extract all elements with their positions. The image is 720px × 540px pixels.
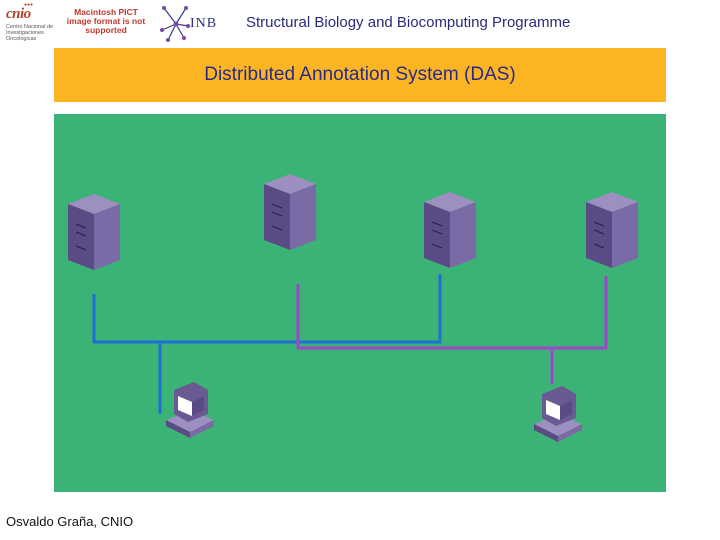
cnio-logo-text: cnio xyxy=(6,6,31,22)
client-1 xyxy=(166,382,214,438)
slide-title: Distributed Annotation System (DAS) xyxy=(204,64,516,85)
inb-logo-text: INB xyxy=(190,16,218,31)
server-2 xyxy=(263,173,317,251)
server-1 xyxy=(67,193,121,271)
cnio-logo: ●●● cnio Centro Nacional de Investigacio… xyxy=(4,2,60,48)
purple-link xyxy=(296,276,608,384)
programme-title: Structural Biology and Biocomputing Prog… xyxy=(246,14,571,31)
server-4 xyxy=(585,191,639,269)
cnio-logo-subtitle: Centro Nacional de Investigaciones Oncol… xyxy=(6,24,54,42)
author-credit: Osvaldo Graña, CNIO xyxy=(6,514,134,529)
network-diagram xyxy=(54,114,666,492)
pict-unsupported-notice: Macintosh PICT image format is not suppo… xyxy=(66,7,146,35)
blue-link xyxy=(92,274,442,414)
server-3 xyxy=(423,191,477,269)
inb-network-icon xyxy=(160,6,190,42)
client-2 xyxy=(534,386,582,442)
title-banner: Distributed Annotation System (DAS) xyxy=(54,48,666,102)
